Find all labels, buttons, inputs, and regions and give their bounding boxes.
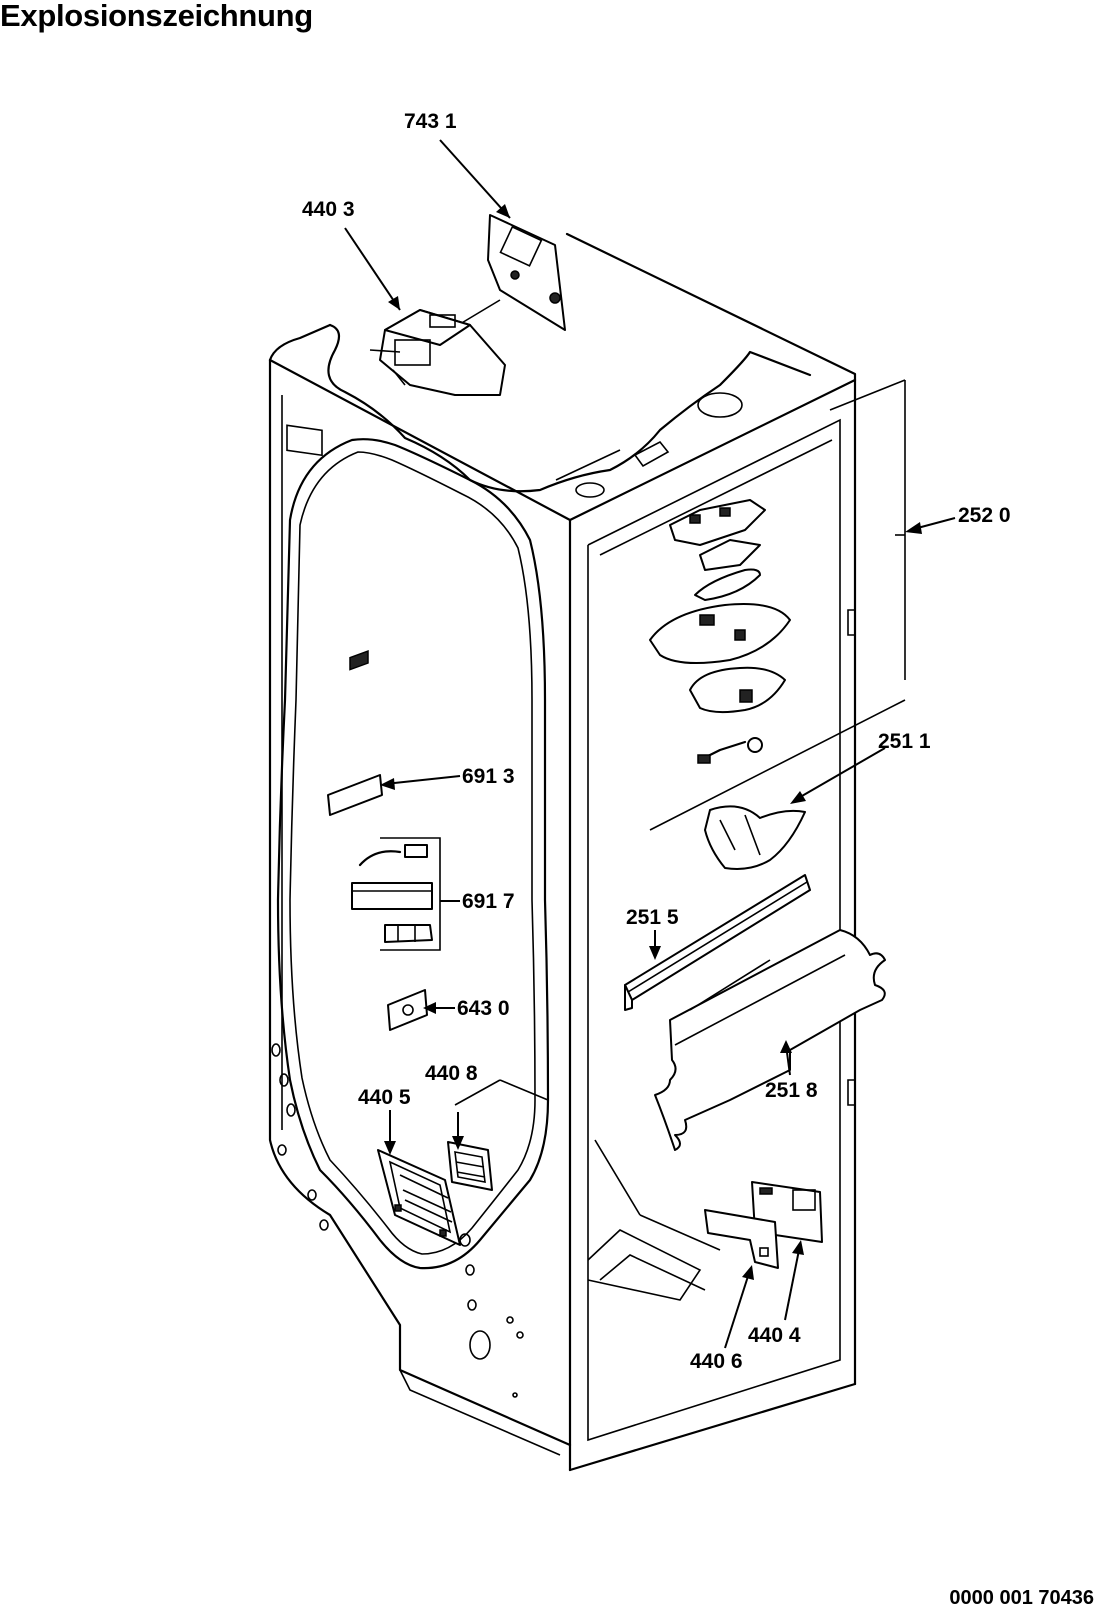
- part-4403-module: [369, 309, 506, 396]
- callout-7431: 743 1: [404, 110, 457, 133]
- part-4405-board: [377, 1149, 461, 1246]
- part-4406: [704, 1209, 779, 1269]
- part-2511-cover: [704, 805, 806, 870]
- callout-6917: 691 7: [462, 890, 515, 913]
- document-number: 0000 001 70436: [949, 1587, 1094, 1609]
- callout-2515: 251 5: [626, 906, 679, 929]
- part-6917-group: [351, 837, 441, 951]
- callout-2520: 252 0: [958, 504, 1011, 527]
- page-title: Explosionszeichnung: [0, 0, 313, 33]
- callout-4408: 440 8: [425, 1062, 478, 1085]
- part-6430: [387, 989, 428, 1031]
- callout-2518: 251 8: [765, 1079, 818, 1102]
- cabinet-body: [268, 232, 906, 1472]
- callout-labels: 743 1 440 3 252 0 251 1 691 3 691 7 251 …: [302, 110, 1011, 1373]
- leader-arrows: [344, 139, 956, 1349]
- callout-6913: 691 3: [462, 765, 515, 788]
- callout-4404: 440 4: [748, 1324, 801, 1347]
- part-7431-bracket: [487, 214, 566, 331]
- part-2518-panel: [654, 929, 886, 1151]
- callout-4403: 440 3: [302, 198, 355, 221]
- callout-6430: 643 0: [457, 997, 510, 1020]
- part-2520-assembly: [649, 499, 791, 764]
- callout-2511: 251 1: [878, 730, 931, 753]
- part-2515-rail: [624, 874, 811, 1011]
- callout-4405: 440 5: [358, 1086, 411, 1109]
- part-6913: [327, 650, 383, 816]
- callout-4406: 440 6: [690, 1350, 743, 1373]
- part-4408: [447, 1141, 493, 1191]
